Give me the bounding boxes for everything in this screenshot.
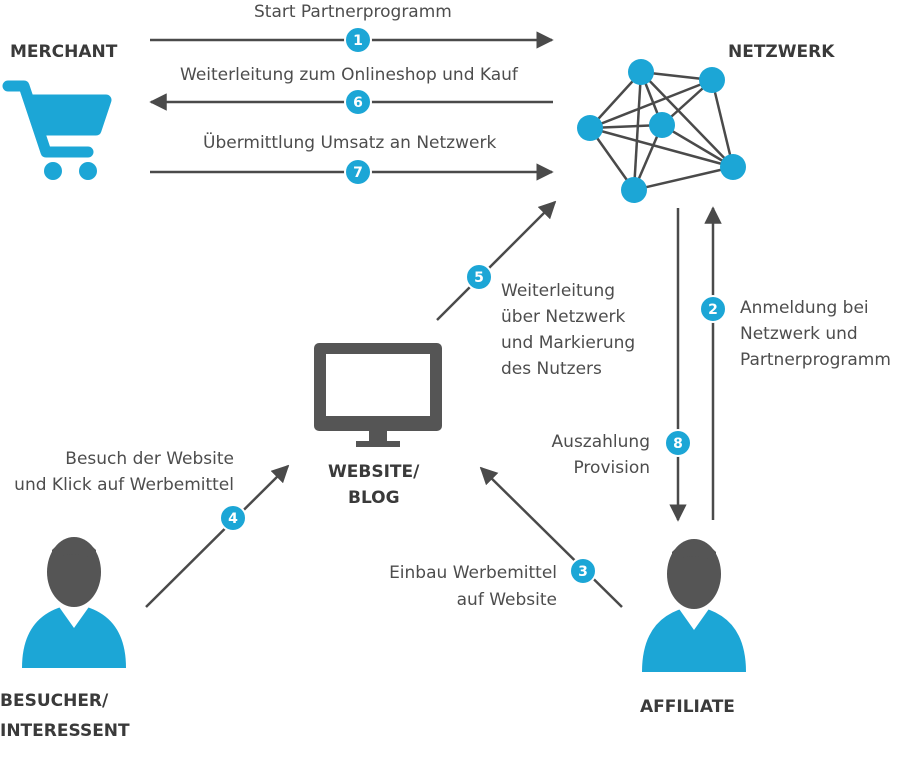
network-label: NETZWERK — [728, 42, 835, 62]
step-5-label-line3: und Markierung — [501, 333, 635, 353]
step-3-number: 3 — [578, 564, 588, 580]
step-1-badge: 1 — [344, 26, 372, 54]
visitor-label-line2: INTERESSENT — [0, 721, 130, 741]
cart-wheel-left — [44, 162, 62, 180]
step-3-label-line1: Einbau Werbemittel — [389, 563, 557, 583]
step-7-number: 7 — [353, 165, 363, 181]
step-4-label-line2: und Klick auf Werbemittel — [14, 475, 234, 495]
step-7-label: Übermittlung Umsatz an Netzwerk — [203, 131, 496, 153]
network-graph-icon — [577, 59, 746, 203]
step-2-label-line1: Anmeldung bei — [740, 298, 869, 318]
shopping-cart-icon — [2, 80, 112, 158]
step-7-badge: 7 — [344, 158, 372, 186]
step-6-badge: 6 — [344, 88, 372, 116]
step-5-label-line2: über Netzwerk — [501, 307, 626, 327]
step-2-badge: 2 — [699, 295, 727, 323]
website-label-line2: BLOG — [348, 488, 400, 508]
step-4-label-line1: Besuch der Website — [65, 449, 234, 469]
visitor-person-icon — [22, 537, 126, 668]
visitor-label-line1: BESUCHER/ — [0, 691, 109, 711]
step-3-label-line2: auf Website — [457, 590, 557, 610]
step-8-badge: 8 — [664, 429, 692, 457]
step-8-number: 8 — [673, 436, 683, 452]
step-6-number: 6 — [353, 95, 363, 111]
step-1-number: 1 — [353, 33, 363, 49]
step-3-badge: 3 — [569, 557, 597, 585]
website-label-line1: WEBSITE/ — [328, 462, 420, 482]
step-6-label: Weiterleitung zum Onlineshop und Kauf — [180, 65, 519, 85]
step-8-label-line2: Provision — [573, 458, 650, 478]
step-2-number: 2 — [708, 302, 718, 318]
step-5-label-line4: des Nutzers — [501, 359, 602, 379]
step-4-number: 4 — [228, 511, 238, 527]
step-5-number: 5 — [474, 270, 484, 286]
step-2-label-line3: Partnerprogramm — [740, 350, 891, 370]
step-1-label: Start Partnerprogramm — [254, 2, 452, 22]
cart-wheel-right — [79, 162, 97, 180]
step-5-label-line1: Weiterleitung — [501, 281, 615, 301]
affiliate-label: AFFILIATE — [640, 697, 735, 717]
arrow-step-5 — [436, 200, 557, 321]
arrow-step-4 — [145, 464, 290, 608]
step-5-badge: 5 — [465, 263, 493, 291]
step-4-badge: 4 — [219, 504, 247, 532]
step-2-label-line2: Netzwerk und — [740, 324, 858, 344]
arrow-step-3 — [479, 466, 623, 608]
affiliate-person-icon — [642, 539, 746, 672]
merchant-label: MERCHANT — [10, 42, 118, 62]
monitor-icon — [314, 343, 442, 447]
step-8-label-line1: Auszahlung — [552, 432, 650, 452]
